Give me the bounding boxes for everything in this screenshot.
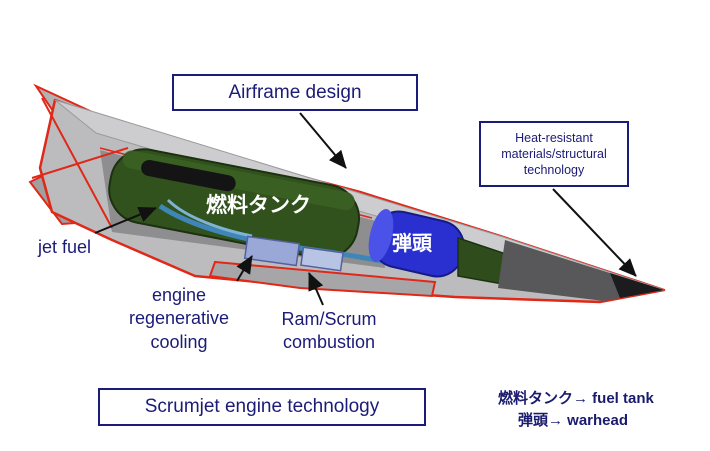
nose-tip bbox=[610, 273, 664, 298]
arrow-heat-resistant bbox=[552, 188, 637, 277]
fuel-tank-label-jp: 燃料タンク bbox=[206, 193, 311, 217]
scrumjet-technology-box: Scrumjet engine technology bbox=[98, 388, 426, 426]
engine-cooling-label: engine regenerative cooling bbox=[128, 285, 230, 352]
airframe-design-box: Airframe design bbox=[172, 74, 418, 111]
engine-module bbox=[243, 235, 301, 267]
jet-fuel-label: jet fuel bbox=[38, 237, 92, 257]
legend-warhead: 弾頭→ warhead bbox=[518, 411, 629, 429]
heat-resistant-label: Heat-resistant materials/structural tech… bbox=[501, 130, 607, 178]
arrow-ram-scrum bbox=[308, 272, 324, 306]
structural-line-2 bbox=[31, 147, 129, 179]
airframe-design-label: Airframe design bbox=[228, 81, 362, 103]
arrow-engine-cooling bbox=[236, 255, 253, 282]
ram-scrum-label: Ram/Scrum combustion bbox=[281, 309, 377, 353]
arrow-jet-fuel bbox=[94, 207, 157, 234]
warhead-label-jp: 弾頭 bbox=[392, 231, 433, 255]
translation-legend: 燃料タンク→ fuel tank 弾頭→ warhead bbox=[498, 388, 654, 432]
fuel-pipe-secondary bbox=[166, 198, 253, 238]
scrumjet-technology-label: Scrumjet engine technology bbox=[144, 396, 380, 417]
legend-fuel-tank: 燃料タンク→ fuel tank bbox=[498, 390, 654, 407]
warhead bbox=[368, 209, 465, 278]
heat-resistant-box: Heat-resistant materials/structural tech… bbox=[479, 121, 629, 187]
engine-module-2 bbox=[300, 246, 344, 272]
tank-canister bbox=[141, 160, 236, 192]
arrow-airframe-design bbox=[299, 112, 347, 169]
